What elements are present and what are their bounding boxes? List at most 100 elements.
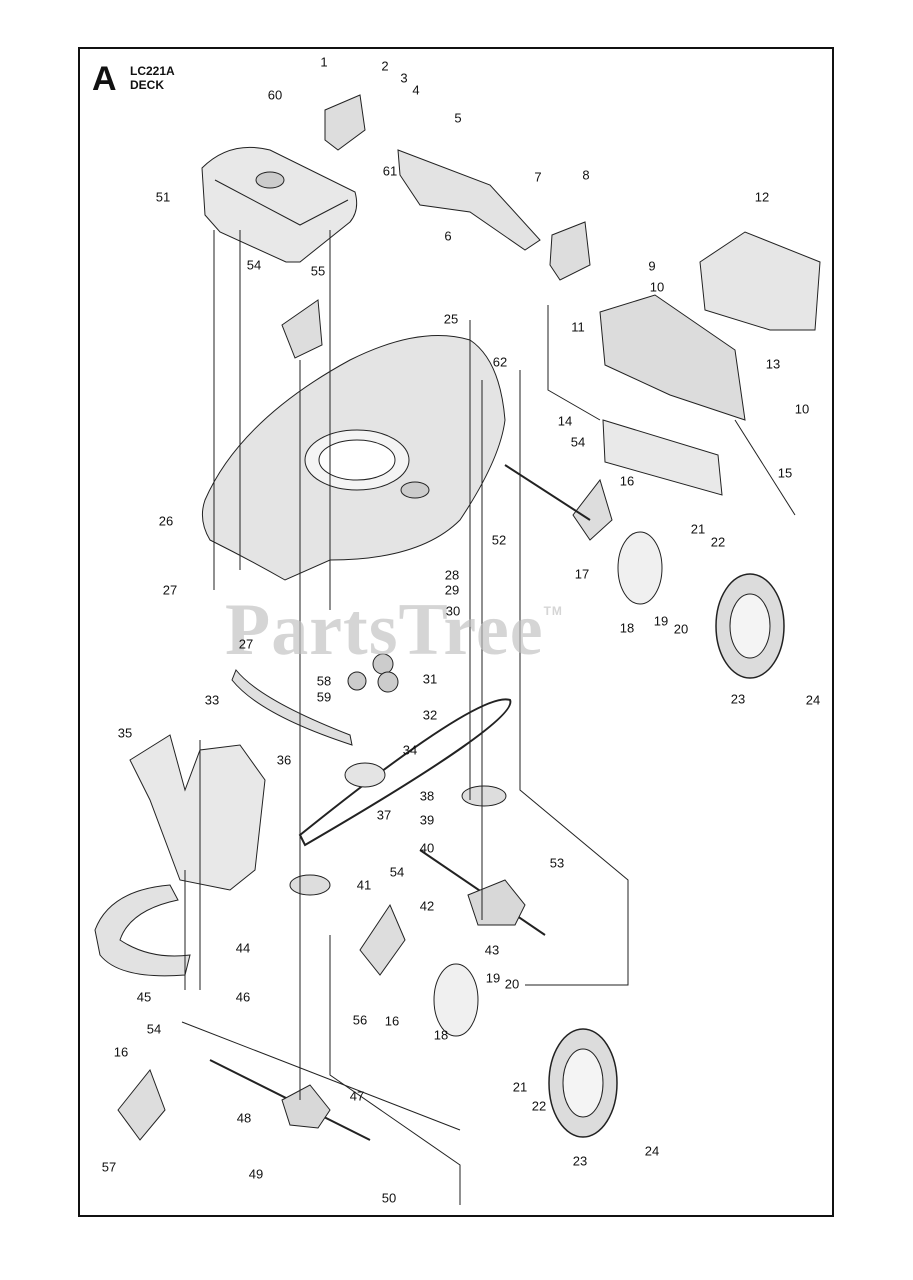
drive-belt xyxy=(298,698,512,847)
callout-37: 37 xyxy=(376,807,392,823)
callout-5: 5 xyxy=(454,110,462,126)
callout-22-front: 22 xyxy=(531,1098,547,1114)
callout-54-front: 54 xyxy=(389,864,405,880)
callout-32: 32 xyxy=(422,707,438,723)
callout-58: 58 xyxy=(316,673,332,689)
callout-6: 6 xyxy=(444,228,452,244)
top-cover-part xyxy=(201,146,358,263)
callout-7: 7 xyxy=(534,169,542,185)
callout-12: 12 xyxy=(754,189,770,205)
gearbox xyxy=(467,879,526,926)
callout-8: 8 xyxy=(582,167,590,183)
rear-flap xyxy=(602,419,723,496)
deck-skirt xyxy=(94,884,191,977)
callout-50: 50 xyxy=(381,1190,397,1206)
callout-49: 49 xyxy=(248,1166,264,1182)
callout-43: 43 xyxy=(484,942,500,958)
callout-39: 39 xyxy=(419,812,435,828)
callout-10-upper: 10 xyxy=(649,279,665,295)
callout-16-rear: 16 xyxy=(619,473,635,489)
callout-24-rear: 24 xyxy=(805,692,821,708)
assembly-name: DECK xyxy=(130,77,165,92)
pulley-large xyxy=(461,785,507,807)
callout-56: 56 xyxy=(352,1012,368,1028)
callout-16-bottom: 16 xyxy=(113,1044,129,1060)
callout-27-lower: 27 xyxy=(238,636,254,652)
cutting-blade xyxy=(231,669,353,746)
callout-19-rear: 19 xyxy=(653,613,669,629)
watermark: PartsTreeTM xyxy=(225,588,563,673)
callout-10-lower: 10 xyxy=(794,401,810,417)
height-adjuster-front xyxy=(281,299,323,359)
callout-62: 62 xyxy=(492,354,508,370)
callout-36: 36 xyxy=(276,752,292,768)
callout-1: 1 xyxy=(320,54,328,70)
gearbox-bottom xyxy=(281,1084,331,1129)
callout-4: 4 xyxy=(412,82,420,98)
callout-29: 29 xyxy=(444,582,460,598)
callout-21-rear: 21 xyxy=(690,521,706,537)
callout-48: 48 xyxy=(236,1110,252,1126)
callout-42: 42 xyxy=(419,898,435,914)
callout-22-rear: 22 xyxy=(710,534,726,550)
grass-bag-frame xyxy=(599,294,746,421)
handle-bracket-left xyxy=(324,94,366,151)
callout-15: 15 xyxy=(777,465,793,481)
callout-60: 60 xyxy=(267,87,283,103)
callout-17: 17 xyxy=(574,566,590,582)
section-title: LC221A DECK xyxy=(130,64,175,93)
hubcap-upper xyxy=(617,531,663,605)
callout-54-rear: 54 xyxy=(570,434,586,450)
callout-18-rear: 18 xyxy=(619,620,635,636)
callout-51: 51 xyxy=(155,189,171,205)
callout-27-upper: 27 xyxy=(162,582,178,598)
height-adjuster-rear xyxy=(572,478,613,541)
section-letter: A xyxy=(92,60,117,98)
callout-19-front: 19 xyxy=(485,970,501,986)
callout-14: 14 xyxy=(557,413,573,429)
callout-28: 28 xyxy=(444,567,460,583)
hubcap-lower xyxy=(433,963,479,1037)
callout-52: 52 xyxy=(491,532,507,548)
trademark-mark: TM xyxy=(543,604,563,618)
callout-55: 55 xyxy=(310,263,326,279)
callout-38: 38 xyxy=(419,788,435,804)
height-adjuster-lower xyxy=(359,903,406,976)
callout-13: 13 xyxy=(765,356,781,372)
callout-57: 57 xyxy=(101,1159,117,1175)
height-adjuster-bottom xyxy=(117,1069,166,1141)
callout-23-front: 23 xyxy=(572,1153,588,1169)
callout-31: 31 xyxy=(422,671,438,687)
callout-9: 9 xyxy=(648,258,656,274)
callout-54-upper: 54 xyxy=(246,257,262,273)
side-discharge-chute xyxy=(129,734,266,891)
callout-20-front: 20 xyxy=(504,976,520,992)
handle-tube xyxy=(397,149,541,251)
callout-53: 53 xyxy=(549,855,565,871)
callout-26: 26 xyxy=(158,513,174,529)
callout-25: 25 xyxy=(443,311,459,327)
callout-33: 33 xyxy=(204,692,220,708)
handle-bracket-right xyxy=(549,221,591,281)
pulley-small xyxy=(289,874,331,896)
callout-24-front: 24 xyxy=(644,1143,660,1159)
callout-40: 40 xyxy=(419,840,435,856)
diagram-frame xyxy=(78,47,834,1217)
callout-34: 34 xyxy=(402,742,418,758)
callout-18-front: 18 xyxy=(433,1027,449,1043)
callout-61: 61 xyxy=(382,163,398,179)
callout-45: 45 xyxy=(136,989,152,1005)
grass-bag xyxy=(699,231,821,331)
callout-41: 41 xyxy=(356,877,372,893)
callout-11: 11 xyxy=(571,319,585,335)
callout-21-front: 21 xyxy=(512,1079,528,1095)
callout-35: 35 xyxy=(117,725,133,741)
callout-47: 47 xyxy=(349,1088,365,1104)
callout-46: 46 xyxy=(235,989,251,1005)
watermark-text: PartsTree xyxy=(225,589,544,671)
callout-59: 59 xyxy=(316,689,332,705)
callout-3: 3 xyxy=(400,70,408,86)
callout-20-rear: 20 xyxy=(673,621,689,637)
